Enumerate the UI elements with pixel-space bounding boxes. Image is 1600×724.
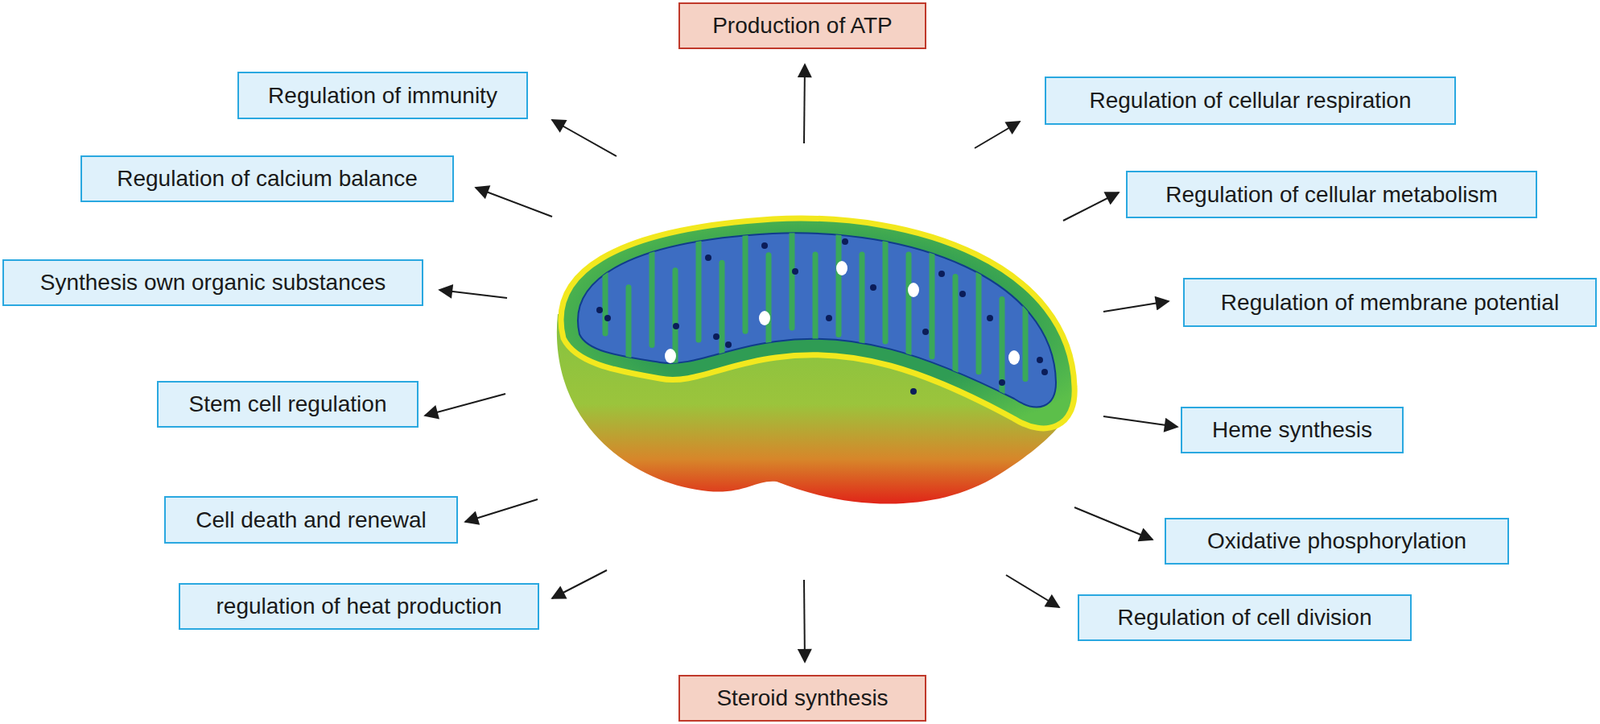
function-label: Regulation of cellular metabolism (1165, 181, 1497, 208)
matrix-granules (596, 238, 1048, 395)
function-label: Cell death and renewal (195, 507, 426, 533)
crista-fold (906, 254, 912, 564)
granule (938, 270, 945, 277)
granule (664, 348, 677, 363)
function-label: Stem cell regulation (189, 391, 388, 417)
function-box: Regulation of cellular respiration (1044, 76, 1456, 125)
function-label: Oxidative phosphorylation (1207, 527, 1467, 554)
crista-fold (1022, 160, 1029, 380)
granule (713, 333, 720, 340)
leader-arrow (1103, 301, 1169, 312)
key-function-box: Steroid synthesis (678, 674, 927, 722)
function-label: regulation of heat production (216, 593, 503, 619)
function-box: Synthesis own organic substances (2, 259, 424, 306)
granule (841, 238, 849, 245)
leader-arrow (804, 64, 805, 144)
key-function-box: Production of ATP (678, 2, 927, 50)
leader-arrow (465, 498, 538, 522)
function-label: Regulation of calcium balance (116, 165, 418, 192)
crista-fold (626, 287, 632, 564)
crista-fold (602, 160, 609, 334)
granule (1036, 356, 1044, 363)
granule (825, 314, 833, 322)
function-label: Regulation of cell division (1117, 604, 1373, 631)
function-box: Regulation of immunity (237, 71, 528, 120)
leader-arrow (1006, 574, 1060, 607)
crista-fold (719, 262, 726, 564)
granule (761, 242, 768, 249)
leader-arrow (552, 569, 607, 598)
leader-arrows (424, 64, 1178, 662)
function-box: Regulation of cellular metabolism (1125, 170, 1538, 219)
function-box: Regulation of cell division (1077, 593, 1412, 641)
granule (758, 310, 771, 326)
granule (922, 328, 929, 335)
crista-fold (976, 160, 982, 372)
crista-fold (696, 160, 702, 340)
leader-arrow (552, 119, 617, 157)
function-label: Regulation of immunity (268, 82, 498, 109)
leader-arrow (424, 393, 506, 416)
crista-fold (766, 255, 772, 564)
crista-fold (649, 160, 656, 346)
granule (672, 322, 680, 330)
granule (725, 341, 732, 348)
granule (910, 387, 917, 395)
cristae (605, 160, 1026, 564)
granule (986, 314, 994, 322)
crista-fold (882, 160, 889, 342)
granule (1041, 368, 1048, 376)
leader-arrow (475, 187, 553, 217)
leader-arrow (1063, 192, 1119, 221)
function-label: Regulation of cellular respiration (1089, 87, 1412, 114)
leader-arrow (974, 121, 1020, 149)
crista-fold (952, 276, 959, 564)
function-box: Cell death and renewal (164, 495, 458, 544)
crista-fold (859, 254, 866, 564)
leader-arrow (804, 579, 805, 662)
granule (959, 290, 966, 297)
leader-arrow (1103, 416, 1178, 427)
granule (1008, 350, 1020, 365)
granule (836, 260, 848, 276)
crista-fold (836, 160, 842, 335)
function-label: Production of ATP (712, 12, 893, 39)
function-box: Oxidative phosphorylation (1164, 517, 1510, 565)
granule (604, 314, 611, 322)
granule (907, 282, 920, 297)
function-label: Synthesis own organic substances (40, 269, 387, 296)
function-box: regulation of heat production (178, 582, 540, 630)
crista-fold (672, 270, 679, 564)
granule (596, 306, 603, 314)
function-box: Heme synthesis (1180, 406, 1404, 454)
function-label: Regulation of membrane potential (1220, 289, 1559, 316)
function-box: Regulation of calcium balance (80, 155, 454, 203)
crista-fold (742, 160, 749, 331)
function-label: Steroid synthesis (716, 684, 888, 711)
leader-arrow (439, 289, 508, 298)
function-label: Heme synthesis (1212, 416, 1373, 443)
crista-fold (812, 254, 819, 564)
crista-fold (999, 299, 1006, 564)
granule (791, 268, 799, 275)
crista-fold (929, 160, 936, 357)
leader-arrow (1074, 507, 1153, 540)
granule (705, 254, 712, 261)
granule (998, 379, 1006, 386)
granule (870, 284, 877, 291)
function-box: Stem cell regulation (156, 380, 419, 428)
crista-fold (789, 160, 796, 328)
function-box: Regulation of membrane potential (1183, 277, 1597, 327)
